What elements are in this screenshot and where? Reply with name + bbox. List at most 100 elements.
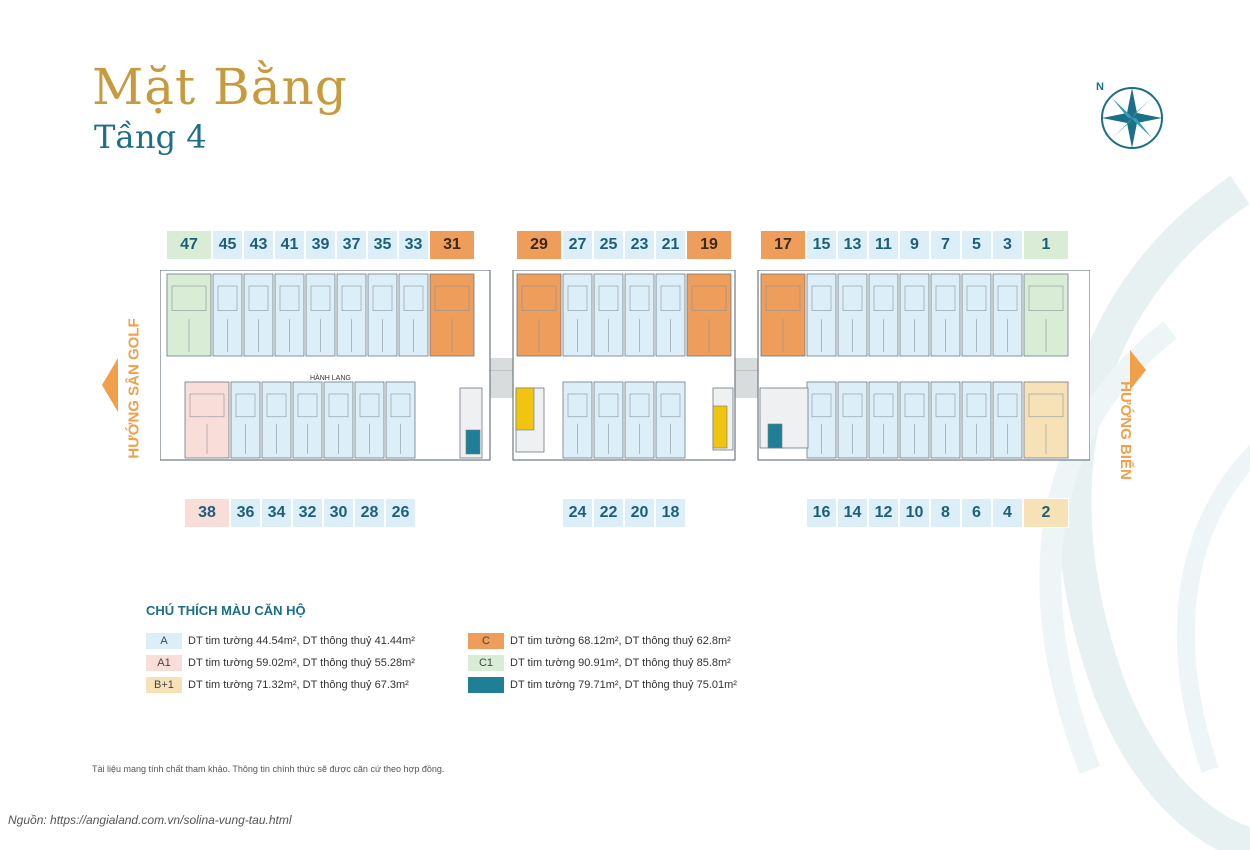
unit-label-5: 5 — [961, 230, 992, 260]
apartment-room-14 — [842, 393, 863, 418]
unit-label-8: 8 — [930, 498, 961, 528]
unit-label-27: 27 — [562, 230, 593, 260]
unit-label-14: 14 — [837, 498, 868, 528]
apartment-room-4 — [997, 393, 1018, 418]
legend-item-teal: DT tim tường 79.71m², DT thông thuỷ 75.0… — [468, 677, 737, 693]
apartment-room-27 — [567, 285, 588, 311]
unit-label-29: 29 — [516, 230, 562, 260]
page-title: Mặt Bằng — [92, 58, 348, 116]
apartment-room-41 — [279, 285, 300, 311]
unit-label-24: 24 — [562, 498, 593, 528]
legend-text: DT tim tường 59.02m², DT thông thuỷ 55.2… — [188, 657, 415, 669]
unit-label-34: 34 — [261, 498, 292, 528]
apartment-room-1 — [1028, 285, 1064, 311]
legend-item-b1: B+1 DT tim tường 71.32m², DT thông thuỷ … — [146, 677, 409, 693]
apartment-room-39 — [310, 285, 331, 311]
svg-text:N: N — [1096, 81, 1104, 93]
direction-right-label: HƯỚNG BIỂN — [1116, 381, 1134, 480]
legend-text: DT tim tường 90.91m², DT thông thuỷ 85.8… — [510, 657, 731, 669]
apartment-room-25 — [598, 285, 619, 311]
unit-label-41: 41 — [274, 230, 305, 260]
unit-label-16: 16 — [806, 498, 837, 528]
elevator-3 — [767, 423, 783, 449]
unit-label-32: 32 — [292, 498, 323, 528]
apartment-room-7 — [935, 285, 956, 311]
apartment-room-34 — [266, 393, 287, 418]
apartment-room-47 — [171, 285, 207, 311]
apartment-room-32 — [297, 393, 318, 418]
apartment-room-36 — [235, 393, 256, 418]
legend-text: DT tim tường 79.71m², DT thông thuỷ 75.0… — [510, 679, 737, 691]
apartment-room-12 — [873, 393, 894, 418]
legend-swatch: C — [468, 633, 504, 649]
apartment-room-26 — [390, 393, 411, 418]
legend-text: DT tim tường 44.54m², DT thông thuỷ 41.4… — [188, 635, 415, 647]
unit-label-13: 13 — [837, 230, 868, 260]
apartment-room-22 — [598, 393, 619, 418]
elevator-1 — [712, 405, 728, 449]
apartment-room-45 — [217, 285, 238, 311]
legend-swatch: B+1 — [146, 677, 182, 693]
legend-item-c: C DT tim tường 68.12m², DT thông thuỷ 62… — [468, 633, 731, 649]
legend-item-a1: A1 DT tim tường 59.02m², DT thông thuỷ 5… — [146, 655, 415, 671]
apartment-room-13 — [842, 285, 863, 311]
unit-label-7: 7 — [930, 230, 961, 260]
unit-label-18: 18 — [655, 498, 686, 528]
apartment-room-16 — [811, 393, 832, 418]
unit-label-39: 39 — [305, 230, 336, 260]
unit-label-6: 6 — [961, 498, 992, 528]
unit-label-2: 2 — [1023, 498, 1069, 528]
core-3 — [759, 387, 809, 449]
source-note: Nguồn: https://angialand.com.vn/solina-v… — [8, 813, 292, 827]
unit-label-33: 33 — [398, 230, 429, 260]
apartment-room-9 — [904, 285, 925, 311]
direction-sea: HƯỚNG BIỂN — [1100, 300, 1150, 480]
apartment-room-21 — [660, 285, 681, 311]
apartment-room-23 — [629, 285, 650, 311]
apartment-room-18 — [660, 393, 681, 418]
legend-title: CHÚ THÍCH MÀU CĂN HỘ — [146, 603, 306, 618]
apartment-room-8 — [935, 393, 956, 418]
arrow-left-icon — [102, 358, 118, 412]
unit-label-3: 3 — [992, 230, 1023, 260]
unit-label-10: 10 — [899, 498, 930, 528]
unit-label-9: 9 — [899, 230, 930, 260]
apartment-room-38 — [189, 393, 225, 418]
legend-item-c1: C1 DT tim tường 90.91m², DT thông thuỷ 8… — [468, 655, 731, 671]
unit-label-36: 36 — [230, 498, 261, 528]
direction-golf: HƯỚNG SÂN GOLF — [100, 300, 150, 470]
disclaimer-note: Tài liệu mang tính chất tham khảo. Thông… — [92, 764, 445, 774]
unit-label-45: 45 — [212, 230, 243, 260]
unit-label-25: 25 — [593, 230, 624, 260]
apartment-room-28 — [359, 393, 380, 418]
unit-label-37: 37 — [336, 230, 367, 260]
unit-label-43: 43 — [243, 230, 274, 260]
apartment-room-3 — [997, 285, 1018, 311]
unit-label-12: 12 — [868, 498, 899, 528]
apartment-room-35 — [372, 285, 393, 311]
unit-label-21: 21 — [655, 230, 686, 260]
unit-label-23: 23 — [624, 230, 655, 260]
apartment-room-24 — [567, 393, 588, 418]
arrow-right-icon — [1130, 350, 1146, 390]
unit-label-19: 19 — [686, 230, 732, 260]
apartment-room-29 — [521, 285, 557, 311]
unit-label-11: 11 — [868, 230, 899, 260]
unit-label-17: 17 — [760, 230, 806, 260]
floor-plan: HÀNH LANG — [160, 270, 1090, 461]
apartment-room-6 — [966, 393, 987, 418]
legend-swatch: A — [146, 633, 182, 649]
apartment-room-31 — [434, 285, 470, 311]
elevator-0 — [515, 387, 535, 431]
legend-text: DT tim tường 68.12m², DT thông thuỷ 62.8… — [510, 635, 731, 647]
unit-label-26: 26 — [385, 498, 416, 528]
apartment-room-10 — [904, 393, 925, 418]
direction-left-label: HƯỚNG SÂN GOLF — [125, 318, 143, 459]
apartment-room-30 — [328, 393, 349, 418]
unit-label-15: 15 — [806, 230, 837, 260]
compass-icon: N — [1096, 81, 1163, 149]
